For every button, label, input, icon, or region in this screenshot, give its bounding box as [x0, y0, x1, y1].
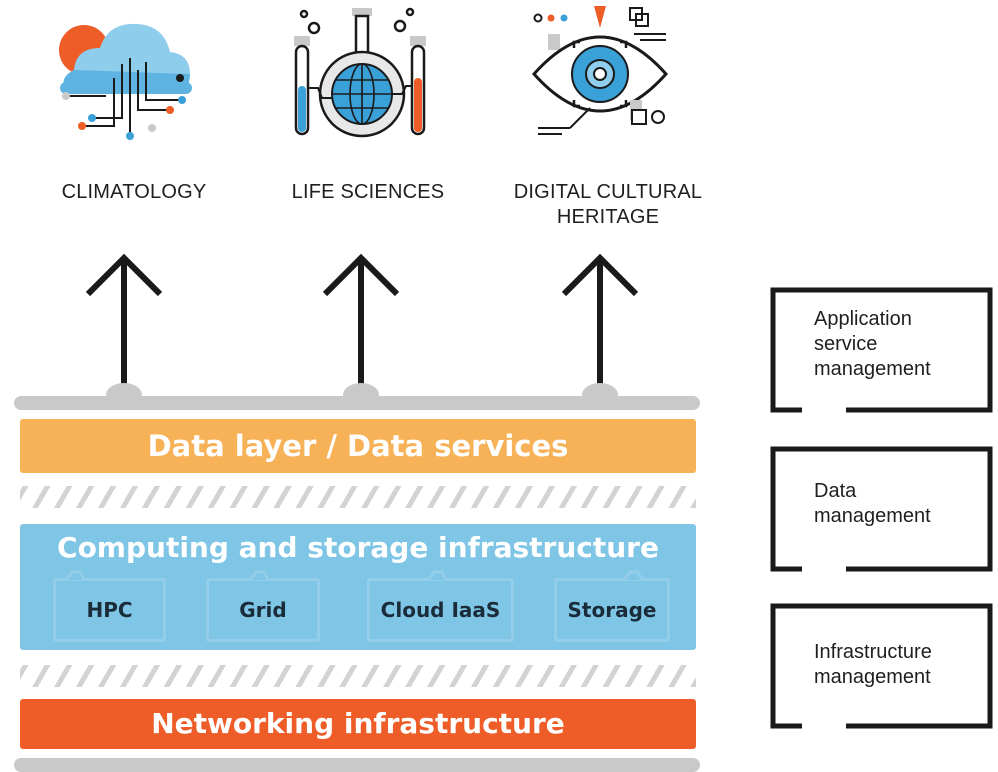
management-box-infrastructure: Infrastructure management: [770, 603, 993, 729]
eye-scan-icon: [531, 6, 669, 135]
data-layer-label: Data layer / Data services: [147, 429, 569, 463]
data-layer-band: Data layer / Data services: [20, 419, 696, 473]
service-box-grid: Grid: [206, 578, 320, 642]
management-label-data: Data management: [814, 480, 931, 527]
management-label-application-service: Application service management: [814, 308, 931, 380]
arrows: [85, 253, 639, 407]
hatch-divider-top: [20, 486, 696, 508]
domain-label-climatology: CLIMATOLOGY: [61, 181, 207, 203]
networking-layer-label: Networking infrastructure: [151, 707, 565, 740]
service-box-notches: [64, 570, 644, 581]
service-box-hpc: HPC: [53, 578, 166, 642]
arrow-digital-cultural-heritage: [561, 253, 639, 388]
service-box-cloud-iaas: Cloud IaaS: [367, 578, 514, 642]
hatch-divider-bottom: [20, 665, 696, 687]
computing-layer-band: Computing and storage infrastructure: [20, 524, 696, 650]
arrow-life-sciences: [322, 253, 400, 388]
management-box-data: Data management: [770, 446, 993, 572]
bottom-rail: [14, 758, 700, 772]
service-box-storage: Storage: [554, 578, 670, 642]
top-rail: [14, 396, 700, 410]
arrow-climatology: [85, 253, 163, 388]
lab-flask-globe-icon: [294, 7, 426, 138]
cloud-network-icon: [59, 23, 192, 140]
domain-label-digital-cultural-heritage: DIGITAL CULTURAL HERITAGE: [513, 181, 703, 228]
computing-layer-label: Computing and storage infrastructure: [57, 531, 659, 564]
domain-label-life-sciences: LIFE SCIENCES: [291, 181, 445, 203]
networking-layer-band: Networking infrastructure: [20, 699, 696, 749]
management-box-application-service: Application service management: [770, 287, 993, 413]
management-label-infrastructure: Infrastructure management: [814, 641, 932, 688]
